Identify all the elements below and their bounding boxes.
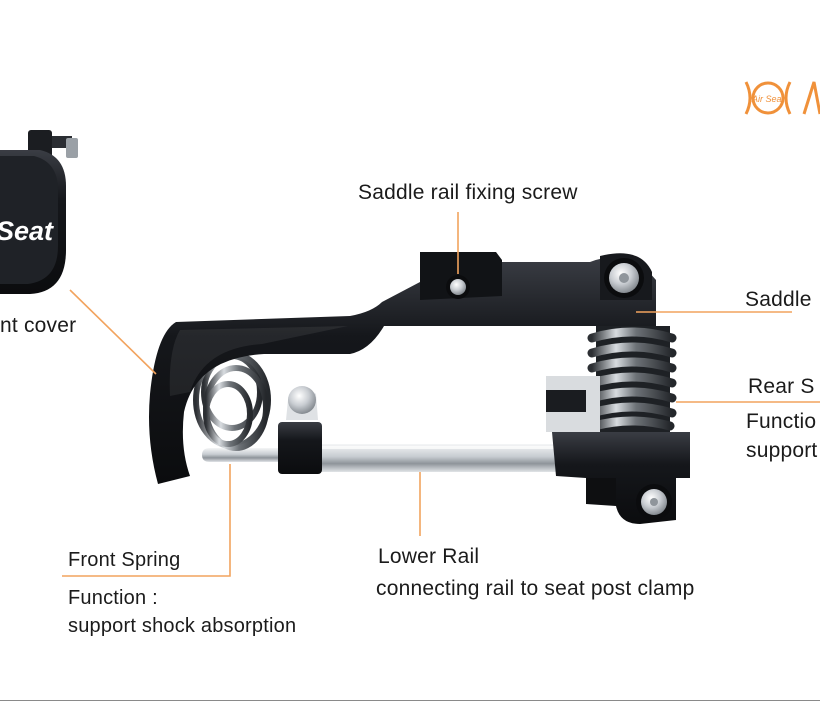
clamp-bolt (636, 484, 672, 520)
label-front-cover: nt cover (0, 314, 77, 337)
leader-front-cover (69, 289, 157, 375)
front-clamp-part (278, 386, 322, 474)
front-cover-part: Seat (0, 130, 78, 294)
saddle-bolt (604, 258, 644, 298)
label-saddle: Saddle (745, 288, 812, 311)
leader-front-spring (62, 464, 231, 577)
label-front-spring: Front Spring (68, 549, 181, 571)
label-front-function-desc: support shock absorption (68, 615, 297, 637)
label-lower-rail: Lower Rail (378, 545, 480, 568)
label-rear-function: Functio (746, 410, 817, 433)
label-rear-spring: Rear S (748, 375, 815, 398)
label-saddle-rail-fixing-screw: Saddle rail fixing screw (358, 181, 578, 204)
label-rear-function-desc: support (746, 439, 818, 462)
label-front-function: Function : (68, 587, 158, 609)
air-seat-logo: Air Seat (742, 76, 820, 120)
label-lower-rail-desc: connecting rail to seat post clamp (376, 577, 695, 600)
logo-text: Air Seat (751, 94, 785, 104)
rear-spring-part (587, 326, 677, 436)
cover-brand-text: Seat (0, 216, 54, 246)
bottom-divider (0, 700, 820, 701)
lower-rail-part (202, 444, 570, 472)
saddle-rail-fixing-screw-bolt (446, 275, 470, 299)
leader-lines (62, 212, 820, 577)
